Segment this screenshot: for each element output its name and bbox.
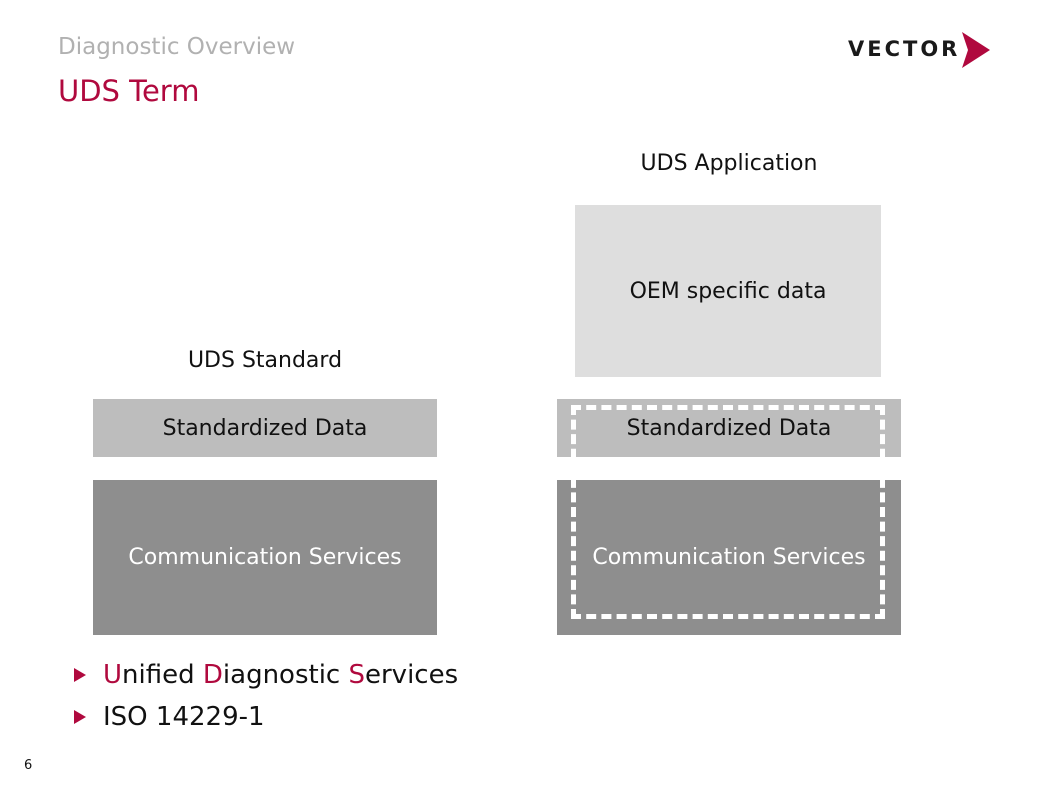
- communication-services-box: Communication Services: [93, 480, 437, 635]
- standardized-data-label: Standardized Data: [162, 415, 368, 441]
- section-supertitle: Diagnostic Overview: [58, 34, 296, 60]
- uds-application-label: UDS Application: [640, 151, 818, 176]
- vector-logo: VECTOR: [846, 30, 996, 70]
- standardized-data-box: Standardized Data: [93, 399, 437, 457]
- logo-wordmark: VECTOR: [848, 37, 961, 61]
- word-iagnostic: iagnostic: [222, 660, 349, 690]
- page-number: 6: [24, 758, 33, 773]
- bullet-iso-text: ISO 14229-1: [103, 702, 265, 732]
- logo-chevron-icon: [962, 32, 990, 68]
- communication-services-label: Communication Services: [128, 545, 402, 570]
- oem-specific-data-box: OEM specific data: [575, 205, 881, 377]
- bullet-triangle-icon: [74, 710, 86, 724]
- letter-s: S: [348, 660, 365, 690]
- bullet-unified-diagnostic-services: Unified Diagnostic Services: [74, 660, 458, 690]
- bullet-triangle-icon: [74, 668, 86, 682]
- word-ervices: ervices: [365, 660, 459, 690]
- letter-u: U: [103, 660, 123, 690]
- bullet-iso: ISO 14229-1: [74, 702, 265, 732]
- app-standardized-data-label: Standardized Data: [626, 415, 832, 441]
- bullet-text: Unified Diagnostic Services: [103, 660, 458, 690]
- oem-specific-data-label: OEM specific data: [629, 278, 827, 304]
- uds-standard-label: UDS Standard: [187, 348, 343, 373]
- page-title: UDS Term: [58, 74, 200, 108]
- dashed-highlight-frame: [571, 405, 885, 619]
- app-communication-services-box: Communication Services: [557, 480, 901, 635]
- letter-d: D: [202, 660, 223, 690]
- app-communication-services-label: Communication Services: [592, 545, 866, 570]
- word-nified: nified: [122, 660, 203, 690]
